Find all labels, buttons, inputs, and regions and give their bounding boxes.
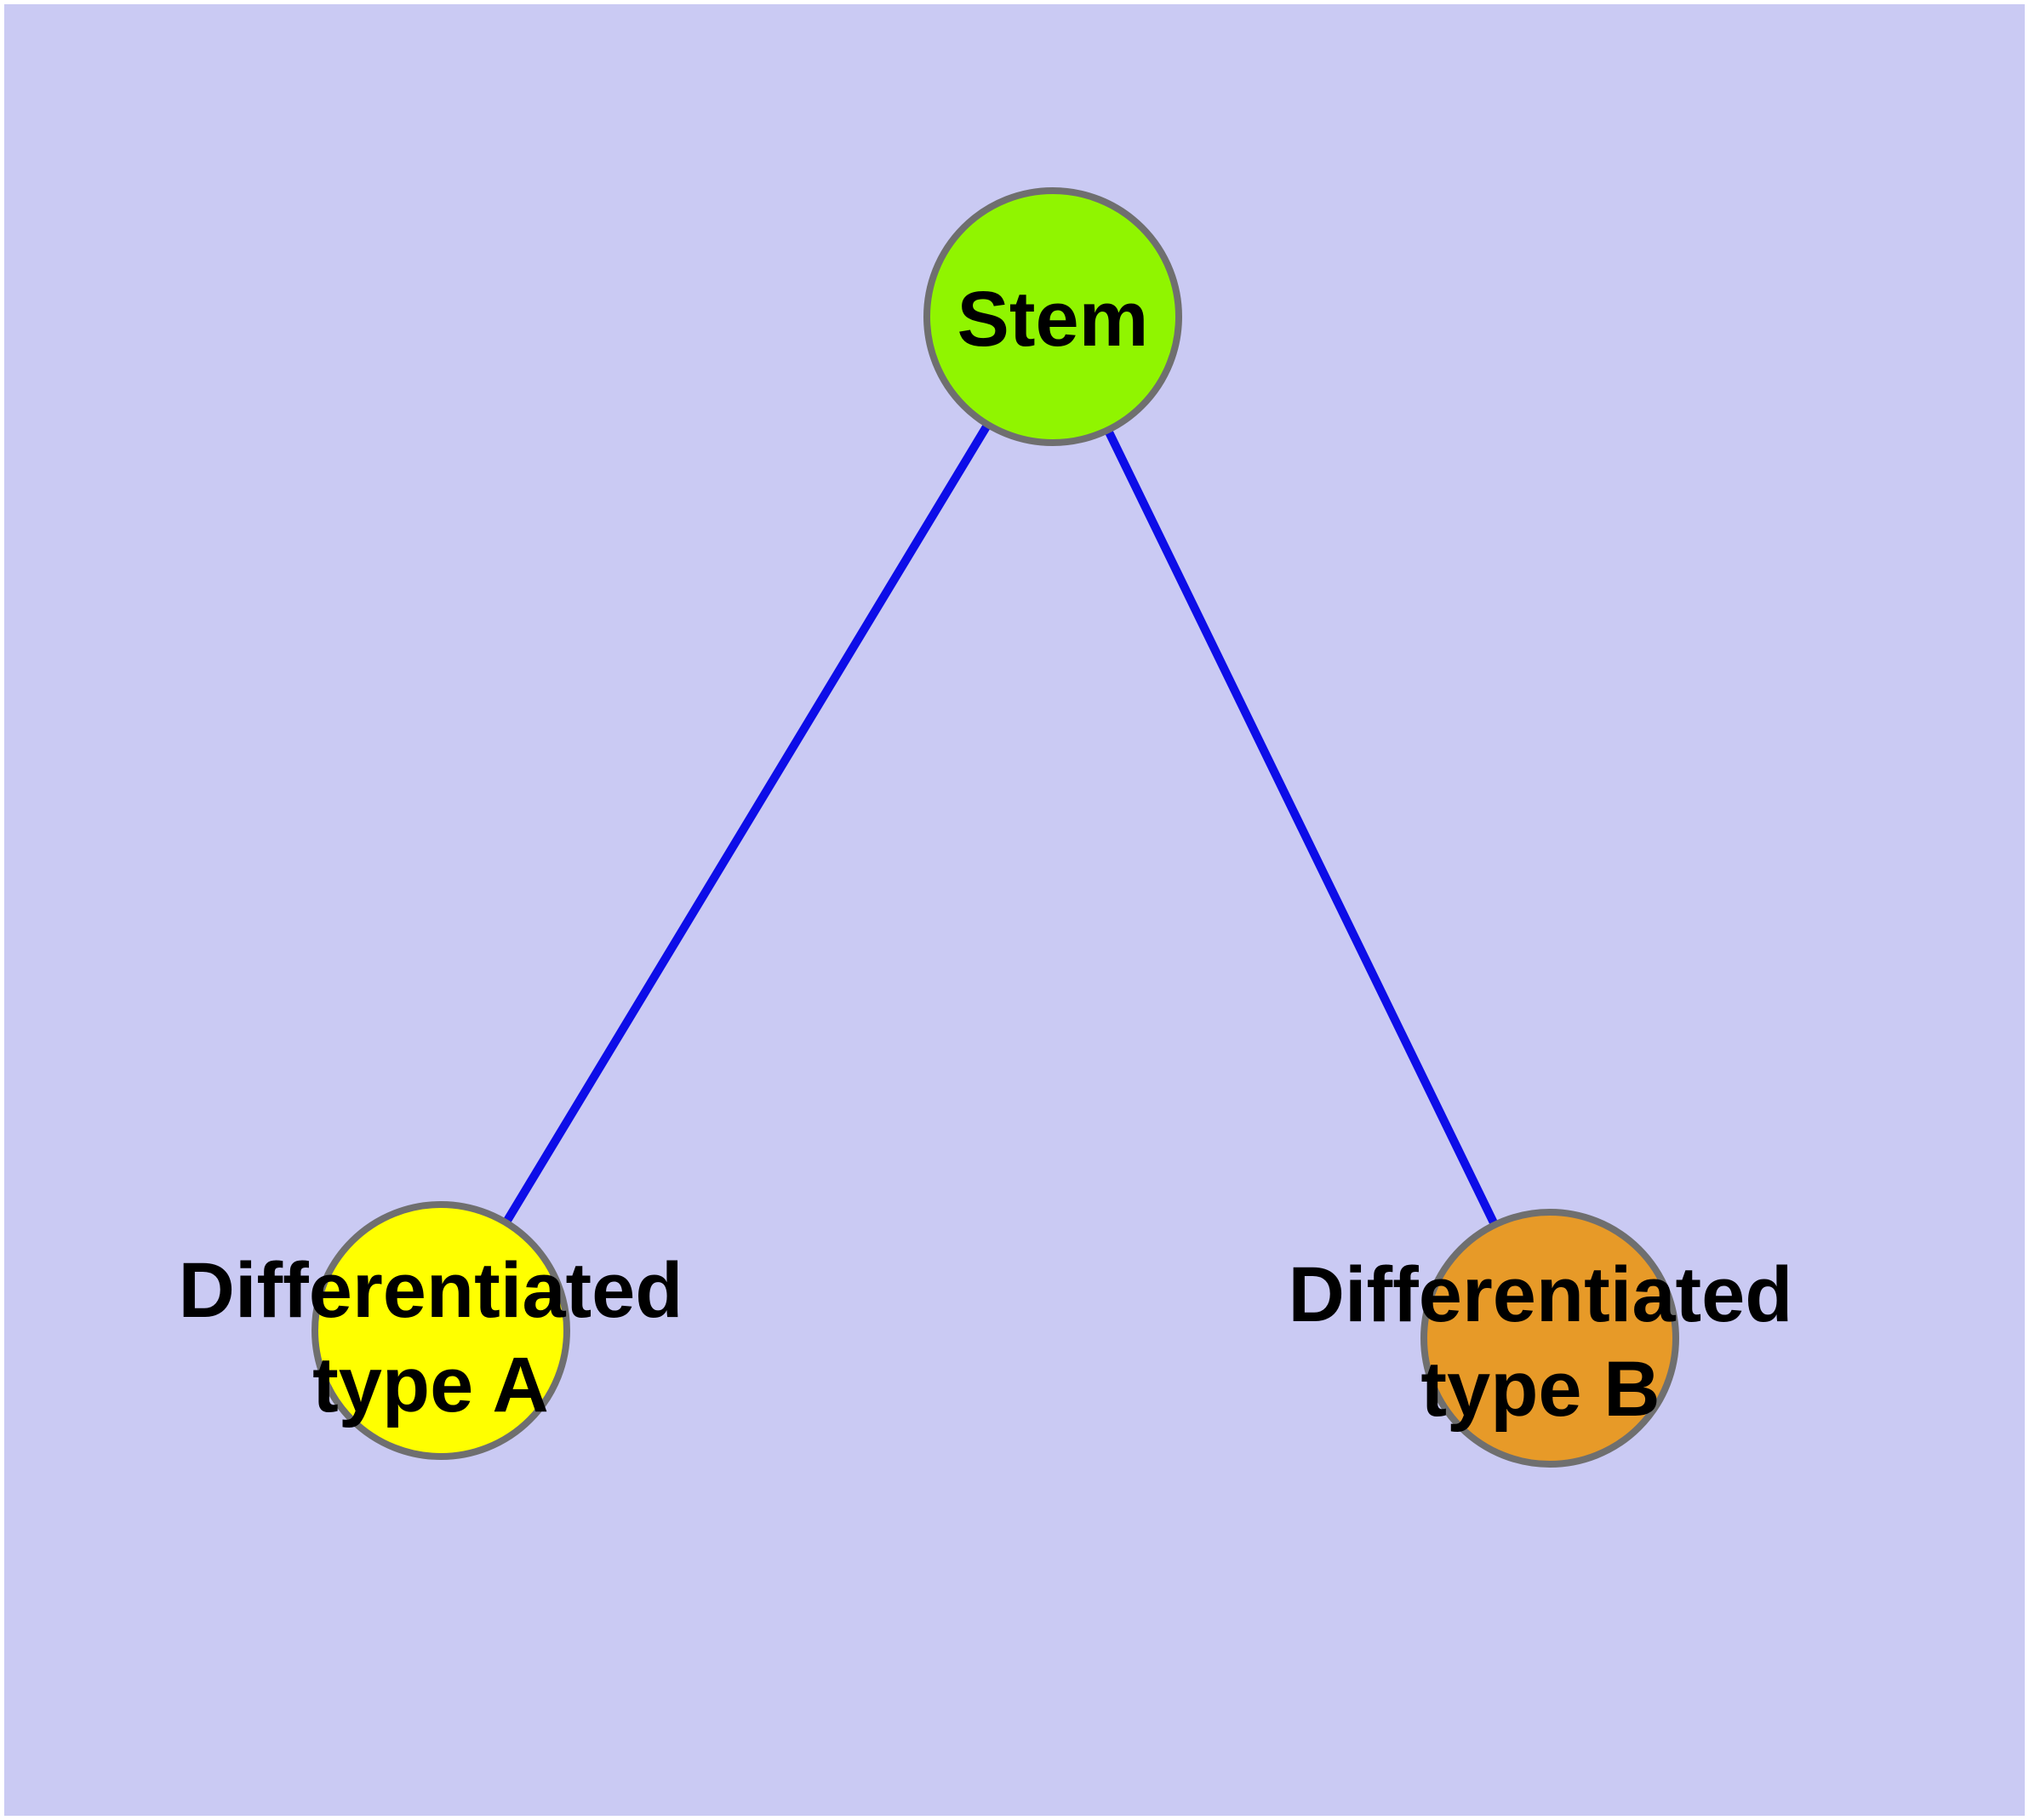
node-differentiated-type-a: [311, 1201, 570, 1460]
node-type-b-label-line2: type B: [1420, 1346, 1660, 1433]
edge-stem-to-type-a: [437, 314, 1057, 1333]
node-stem-label: Stem: [957, 276, 1149, 363]
node-type-a-label-line2: type A: [312, 1342, 549, 1428]
node-type-b-label-line1: Differentiated: [1289, 1251, 1793, 1338]
node-differentiated-type-b: [1420, 1209, 1679, 1468]
edge-stem-to-type-b: [1049, 314, 1554, 1341]
node-type-a-label-line1: Differentiated: [179, 1247, 683, 1334]
node-stem: [923, 187, 1182, 446]
